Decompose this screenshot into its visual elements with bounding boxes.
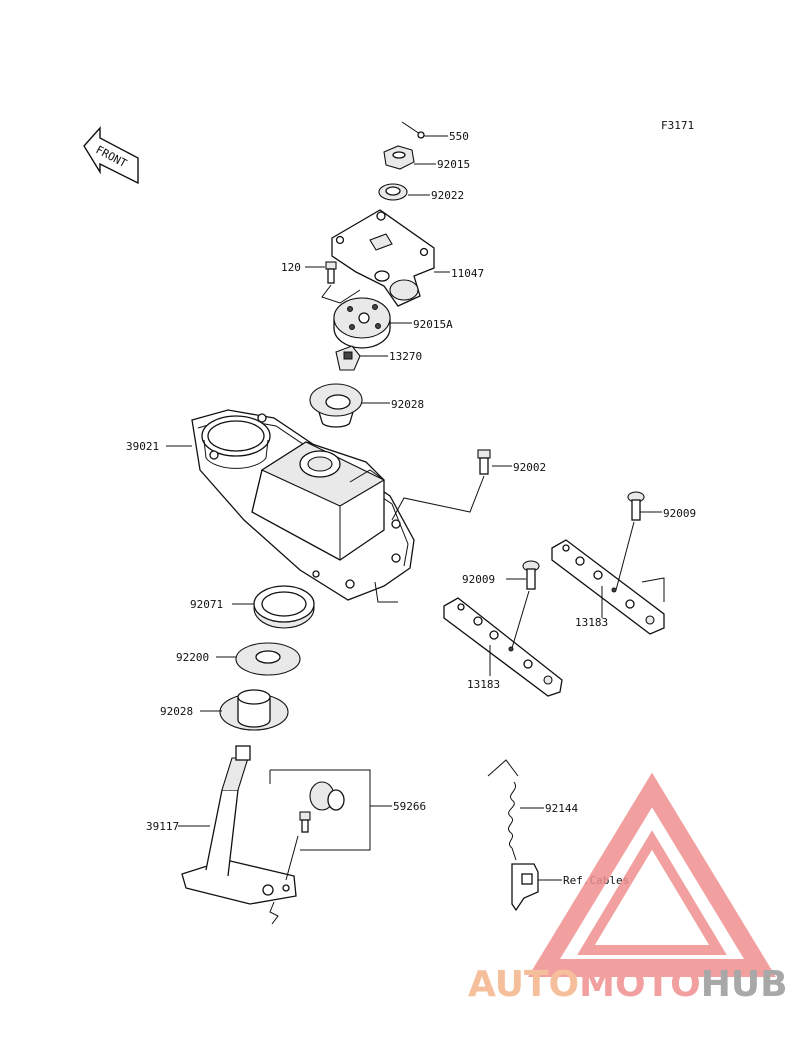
cable-clamp-part [511, 863, 562, 912]
front-arrow-icon: FRONT [83, 126, 139, 185]
washer-part [378, 183, 430, 201]
part-label-92009-left: 92009 [462, 573, 495, 586]
part-label-92028-upper: 92028 [391, 398, 424, 411]
watermark-text: AUTOMOTOHUB [468, 964, 788, 1005]
housing-part [166, 409, 415, 603]
flat-washer-part [216, 642, 301, 676]
small-bolt-part [305, 261, 361, 304]
housing-bolt-part [391, 449, 512, 521]
part-label-92071: 92071 [190, 598, 223, 611]
part-label-120: 120 [281, 261, 301, 274]
right-link-plate-part [551, 539, 665, 635]
cam-plate-part [333, 297, 412, 349]
part-label-39021: 39021 [126, 440, 159, 453]
part-label-92144: 92144 [545, 802, 578, 815]
part-label-13183-right: 13183 [575, 616, 608, 629]
part-label-92200: 92200 [176, 651, 209, 664]
spring-part [487, 759, 544, 861]
left-plate-bolt-part [506, 560, 540, 649]
pin-set-part [269, 769, 392, 881]
part-label-92009-right: 92009 [663, 507, 696, 520]
part-label-13270: 13270 [389, 350, 422, 363]
part-label-92022: 92022 [431, 189, 464, 202]
cotter-pin-part [401, 121, 448, 139]
part-label-92002: 92002 [513, 461, 546, 474]
castle-nut-part [383, 145, 436, 170]
oil-seal-part [232, 585, 315, 629]
upper-bushing-part [309, 383, 390, 428]
part-label-13183-left: 13183 [467, 678, 500, 691]
part-label-550: 550 [449, 130, 469, 143]
part-label-92028-lower: 92028 [160, 705, 193, 718]
right-plate-bolt-part [615, 491, 662, 591]
clip-part [335, 345, 388, 371]
part-label-11047: 11047 [451, 267, 484, 280]
figure-code: F3171 [661, 119, 694, 132]
left-link-plate-part [443, 597, 563, 697]
part-label-39117: 39117 [146, 820, 179, 833]
part-label-59266: 59266 [393, 800, 426, 813]
shaft-arm-part [178, 745, 297, 925]
part-label-92015: 92015 [437, 158, 470, 171]
part-label-92015a: 92015A [413, 318, 453, 331]
watermark-logo: AUTOMOTOHUB [468, 772, 788, 1005]
lower-bushing-part [200, 689, 289, 731]
bracket-part [331, 209, 450, 307]
